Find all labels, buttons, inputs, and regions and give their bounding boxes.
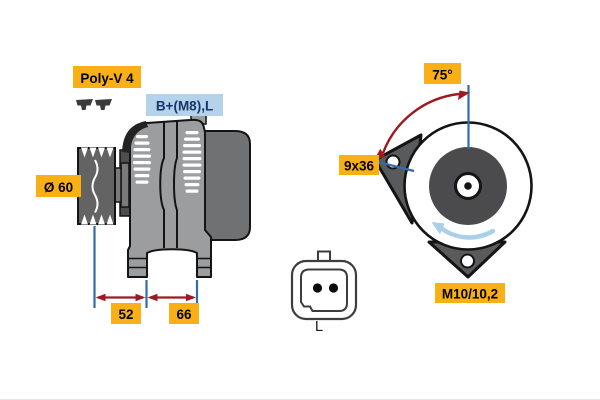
bottom-mount-hole — [460, 253, 475, 269]
belt-type-text: Poly-V 4 — [80, 71, 134, 86]
vent-slots-front — [133, 135, 151, 184]
rear-cover — [203, 130, 251, 241]
connector-keyway — [300, 268, 348, 312]
connector-view: L — [290, 250, 358, 335]
vent-slots-rear — [182, 131, 202, 193]
dim-label-52: 52 — [111, 303, 141, 324]
mount-hole-label: 9x36 — [339, 155, 379, 175]
dim-52-text: 52 — [118, 307, 133, 322]
pulley-diameter-text: Ø 60 — [44, 180, 73, 195]
housing-edge-shadow — [122, 121, 148, 153]
shaft-center — [464, 182, 472, 190]
connector-pin-label: L — [315, 318, 323, 335]
rotation-direction-arrow-icon — [431, 222, 496, 240]
mount-angle-text: 75° — [432, 68, 452, 83]
dimension-arrow-heads — [95, 293, 196, 302]
pulley — [77, 147, 116, 225]
mount-feet-bands — [128, 257, 211, 269]
dim-label-66: 66 — [169, 303, 199, 324]
pulley-diameter-label: Ø 60 — [36, 175, 81, 197]
mounting-view: 75° 9x36 M10/10,2 — [339, 63, 533, 303]
terminal-label: B+(M8),L — [146, 94, 223, 116]
mount-angle-label: 75° — [424, 63, 461, 84]
side-view: 52 66 Poly-V 4 B+(M8),L Ø 60 — [36, 66, 251, 324]
housing-contours — [159, 121, 178, 248]
terminal-text: B+(M8),L — [156, 99, 213, 114]
mount-thread-text: M10/10,2 — [442, 287, 498, 302]
hole-leader-line — [373, 159, 415, 173]
mount-thread-label: M10/10,2 — [435, 283, 505, 303]
belt-type-label: Poly-V 4 — [73, 66, 141, 88]
angle-arc — [381, 92, 460, 154]
connector-pin-2 — [328, 283, 339, 293]
dim-66-text: 66 — [176, 307, 192, 322]
break-line — [91, 159, 99, 214]
connector-pin-1 — [312, 283, 323, 293]
mount-hole-text: 9x36 — [344, 159, 375, 174]
pulley-grooves — [81, 147, 114, 225]
belt-profile-icon — [76, 99, 112, 110]
